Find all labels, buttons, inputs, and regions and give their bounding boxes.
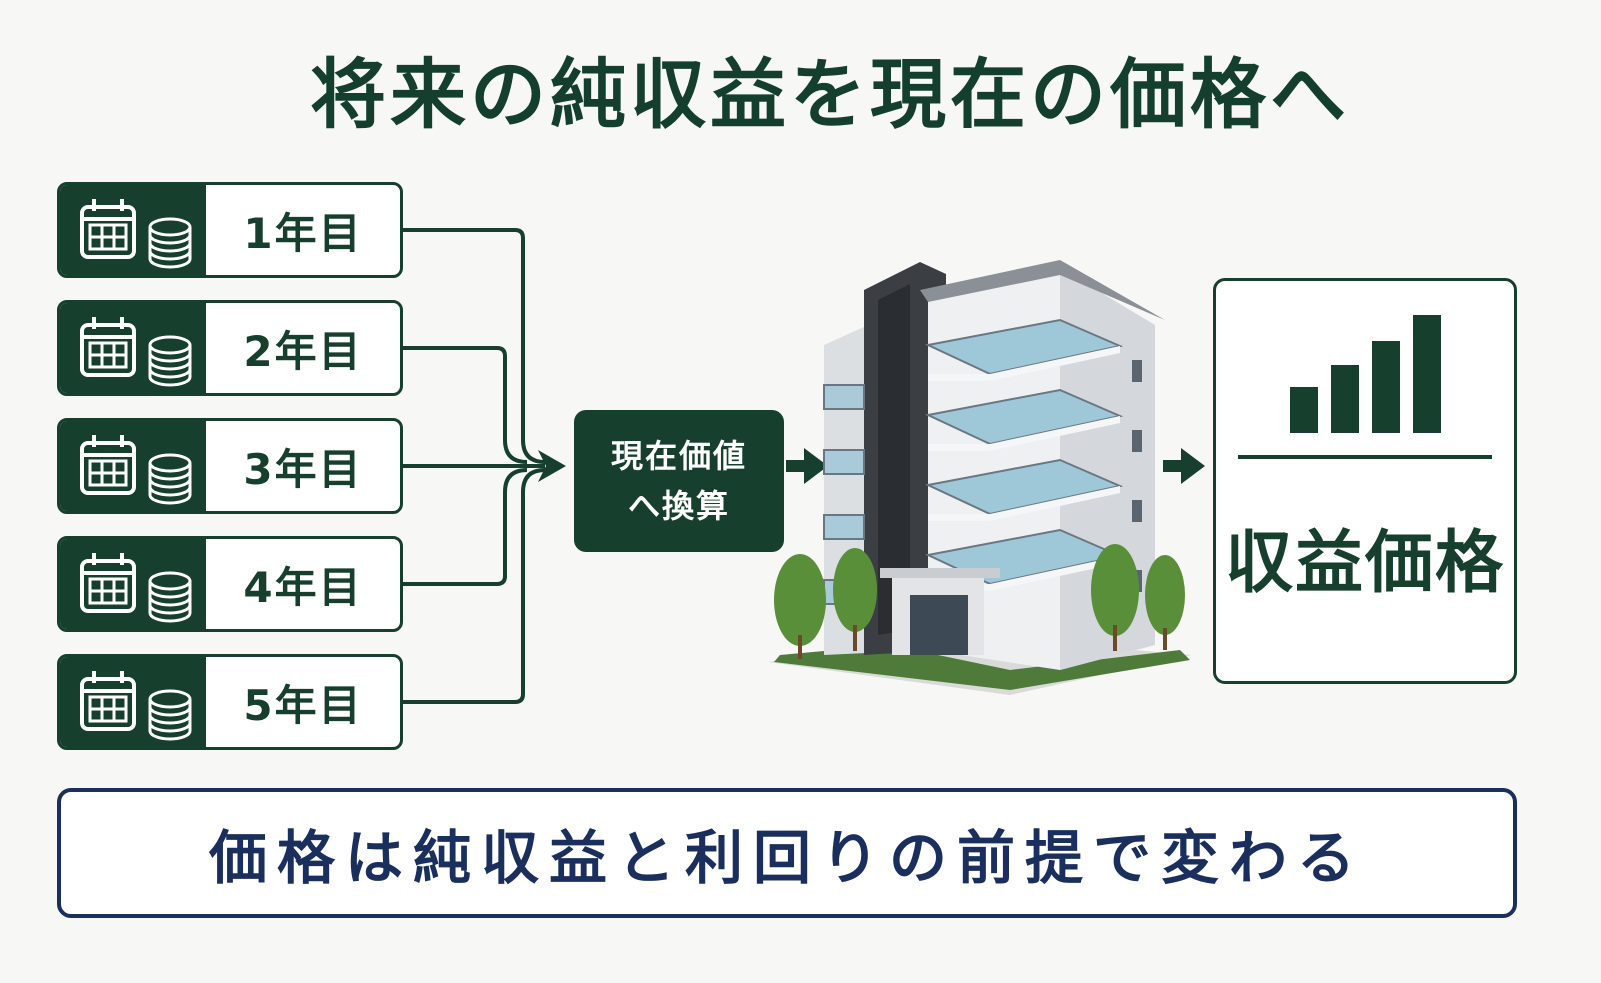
connector-year-4 (403, 468, 528, 586)
year-label: 1年目 (243, 208, 363, 258)
convert-label: 現在価値 へ換算 (610, 437, 747, 525)
connector-year-1 (403, 228, 546, 464)
year-icon-cell (60, 539, 206, 629)
calendar-icon (80, 435, 136, 495)
year-row-1: 1年目 (57, 182, 403, 278)
calendar-icon (80, 317, 136, 377)
convert-to-present-value-box: 現在価値 へ換算 (574, 410, 784, 552)
year-row-2: 2年目 (57, 300, 403, 396)
year-label: 5年目 (243, 680, 363, 730)
coin-stack-icon (148, 689, 192, 741)
calendar-icon (80, 671, 136, 731)
year-label: 3年目 (243, 444, 363, 494)
arrow-to-convert-icon (538, 450, 566, 482)
year-label: 4年目 (243, 562, 363, 612)
year-icon-cell (60, 421, 206, 511)
arrow-to-result-icon (1163, 448, 1205, 484)
bar-chart-icon (1290, 315, 1441, 433)
apartment-building-image (768, 260, 1192, 695)
year-label: 2年目 (243, 326, 363, 376)
coin-stack-icon (148, 217, 192, 269)
year-row-3: 3年目 (57, 418, 403, 514)
calendar-icon (80, 199, 136, 259)
result-divider (1238, 455, 1492, 459)
connector-year-2 (403, 346, 528, 464)
footer-text: 価格は純収益と利回りの前提で変わる (208, 824, 1365, 892)
year-icon-cell (60, 657, 206, 747)
income-price-result-box: 収益価格 (1213, 278, 1517, 684)
year-row-4: 4年目 (57, 536, 403, 632)
arrow-to-building-icon (786, 448, 828, 484)
footer-banner: 価格は純収益と利回りの前提で変わる (57, 788, 1517, 918)
page-title: 将来の純収益を現在の価格へ (310, 50, 1350, 139)
income-price-label: 収益価格 (1224, 523, 1505, 603)
year-row-5: 5年目 (57, 654, 403, 750)
year-icon-cell (60, 185, 206, 275)
year-icon-cell (60, 303, 206, 393)
coin-stack-icon (148, 453, 192, 505)
coin-stack-icon (148, 335, 192, 387)
calendar-icon (80, 553, 136, 613)
coin-stack-icon (148, 571, 192, 623)
connector-year-5 (403, 468, 546, 704)
